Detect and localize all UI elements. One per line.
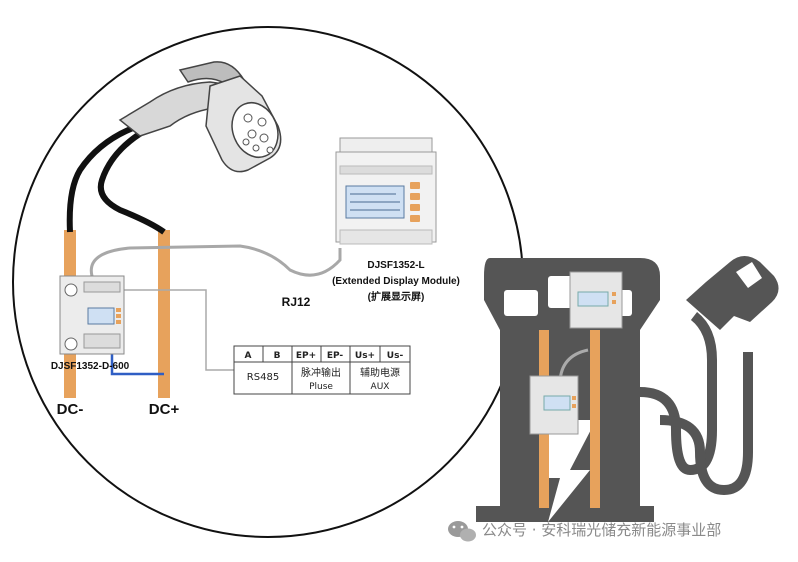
watermark-text: 公众号 · 安科瑞光储充新能源事业部	[482, 521, 721, 539]
meter-lcd-screen	[87, 307, 115, 325]
rs485-group-label: RS485	[247, 372, 279, 383]
aux-group-sublabel: AUX	[371, 382, 390, 392]
display-model-label: DJSF1352-L	[367, 260, 424, 271]
display-button-3	[410, 204, 420, 211]
aux-group-label: 辅助电源	[360, 366, 400, 379]
charging-pile-icon	[476, 256, 779, 522]
terminal-header: EP+	[296, 351, 316, 361]
terminal-header: B	[274, 351, 281, 361]
meter-model-label: DJSF1352-D-600	[51, 361, 130, 372]
display-module-cn-label: (扩展显示屏)	[368, 290, 425, 303]
dc-energy-meter	[59, 275, 125, 355]
dc-minus-label: DC-	[57, 401, 84, 418]
dc-minus-cable	[66, 123, 140, 233]
display-button-2	[410, 193, 420, 200]
charger-mini-display-module	[569, 271, 623, 329]
watermark: 公众号 · 安科瑞光储充新能源事业部	[448, 521, 721, 542]
display-button-4	[410, 215, 420, 222]
display-module-label: (Extended Display Module)	[332, 276, 460, 287]
pulse-group-sublabel: Pluse	[309, 382, 333, 392]
charger-copper-bar-right	[590, 330, 600, 508]
terminal-table: A B EP+ EP- Us+ Us- RS485 脉冲输出 Pluse 辅助电…	[233, 345, 411, 395]
terminal-header: Us+	[355, 351, 375, 361]
dc-plus-label: DC+	[149, 401, 180, 418]
display-button-1	[410, 182, 420, 189]
terminal-header: Us-	[387, 351, 404, 361]
rj12-label: RJ12	[282, 295, 311, 309]
aux-power-wire	[110, 346, 164, 376]
display-module	[335, 137, 437, 245]
terminal-header: EP-	[327, 351, 344, 361]
dc-plus-busbar	[158, 230, 170, 398]
rj12-cable	[89, 244, 342, 277]
charger-mini-meter	[529, 375, 579, 435]
wechat-icon	[448, 521, 476, 542]
dc-plus-cable	[97, 127, 166, 235]
terminal-header: A	[245, 351, 252, 361]
rs485-wire	[120, 289, 234, 371]
charging-gun-icon	[118, 61, 282, 173]
pulse-group-label: 脉冲输出	[301, 366, 341, 379]
